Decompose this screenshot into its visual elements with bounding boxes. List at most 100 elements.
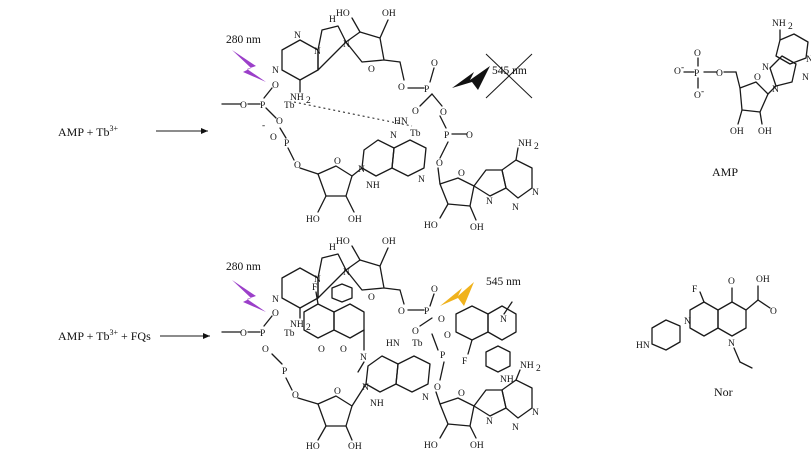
svg-text:OH: OH: [382, 237, 396, 247]
svg-text:HO: HO: [336, 237, 350, 247]
svg-text:2: 2: [306, 323, 311, 333]
svg-text:NH: NH: [290, 320, 304, 330]
svg-text:N: N: [294, 31, 301, 41]
svg-text:HO: HO: [306, 215, 320, 225]
svg-text:P: P: [424, 307, 429, 317]
svg-text:O: O: [694, 91, 701, 101]
svg-text:N: N: [512, 423, 519, 433]
svg-text:NH: NH: [370, 399, 384, 409]
svg-text:HO: HO: [306, 442, 320, 452]
svg-text:-: -: [701, 87, 704, 97]
svg-text:HN: HN: [386, 339, 400, 349]
svg-text:OH: OH: [470, 441, 484, 451]
svg-text:P: P: [260, 101, 265, 111]
svg-text:O: O: [412, 107, 419, 117]
svg-text:O: O: [716, 69, 723, 79]
svg-text:P: P: [444, 131, 449, 141]
svg-text:OH: OH: [348, 442, 362, 452]
svg-text:O: O: [431, 285, 438, 295]
svg-text:O: O: [431, 59, 438, 69]
svg-text:Tb: Tb: [410, 129, 421, 139]
excitation-bolt-icon: [232, 50, 266, 82]
svg-text:2: 2: [536, 364, 541, 374]
svg-text:O: O: [272, 309, 279, 319]
svg-text:N: N: [314, 275, 321, 285]
svg-text:N: N: [806, 55, 811, 65]
svg-text:OH: OH: [730, 127, 744, 137]
svg-text:O: O: [436, 159, 443, 169]
norfloxacin-structure: F O OH O N N HN Nor: [636, 275, 777, 399]
svg-text:O: O: [754, 73, 761, 83]
svg-text:N: N: [360, 353, 367, 363]
svg-text:Tb: Tb: [284, 329, 295, 339]
svg-text:OH: OH: [348, 215, 362, 225]
svg-text:O: O: [368, 293, 375, 303]
svg-text:O: O: [440, 108, 447, 118]
svg-text:NH: NH: [366, 181, 380, 191]
svg-text:N: N: [500, 315, 507, 325]
svg-text:N: N: [343, 268, 350, 278]
svg-text:O: O: [458, 169, 465, 179]
svg-text:N: N: [272, 295, 279, 305]
svg-text:O: O: [294, 161, 301, 171]
svg-text:O: O: [292, 391, 299, 401]
svg-text:O: O: [770, 307, 777, 317]
svg-text:O: O: [240, 101, 247, 111]
svg-text:N: N: [343, 40, 350, 50]
svg-text:O: O: [412, 327, 419, 337]
reaction-label-bottom: AMP + Tb3+ + FQs: [58, 328, 151, 343]
svg-text:P: P: [440, 351, 445, 361]
svg-text:HO: HO: [336, 9, 350, 19]
svg-text:N: N: [486, 197, 493, 207]
svg-text:O: O: [398, 307, 405, 317]
svg-text:O: O: [728, 277, 735, 287]
svg-text:O: O: [334, 387, 341, 397]
svg-text:N: N: [772, 85, 779, 95]
svg-text:N: N: [314, 47, 321, 57]
svg-text:O: O: [368, 65, 375, 75]
svg-text:H: H: [329, 15, 336, 25]
svg-text:O: O: [262, 345, 269, 355]
svg-text:O: O: [458, 389, 465, 399]
nor-label: Nor: [714, 385, 733, 399]
svg-text:-: -: [681, 63, 684, 73]
svg-text:P: P: [260, 329, 265, 339]
svg-text:N: N: [762, 63, 769, 73]
svg-text:N: N: [728, 339, 735, 349]
svg-text:O: O: [466, 131, 473, 141]
svg-text:N: N: [486, 417, 493, 427]
svg-text:N: N: [532, 188, 539, 198]
svg-text:N: N: [422, 393, 429, 403]
svg-text:O: O: [334, 157, 341, 167]
svg-text:O: O: [340, 345, 347, 355]
svg-text:O: O: [240, 329, 247, 339]
svg-text:Tb: Tb: [284, 101, 295, 111]
svg-text:P: P: [284, 139, 289, 149]
svg-text:N: N: [512, 203, 519, 213]
svg-text:N: N: [802, 73, 809, 83]
svg-text:HN: HN: [636, 341, 650, 351]
svg-text:H: H: [329, 243, 336, 253]
svg-text:OH: OH: [758, 127, 772, 137]
svg-text:HN: HN: [394, 117, 408, 127]
svg-text:NH: NH: [772, 19, 786, 29]
svg-text:P: P: [424, 85, 429, 95]
svg-text:N: N: [390, 131, 397, 141]
svg-text:OH: OH: [470, 223, 484, 233]
svg-text:Tb: Tb: [412, 339, 423, 349]
svg-text:OH: OH: [382, 9, 396, 19]
excitation-wavelength-label: 280 nm: [226, 34, 261, 46]
svg-text:O: O: [438, 315, 445, 325]
svg-text:O: O: [694, 49, 701, 59]
svg-text:OH: OH: [756, 275, 770, 285]
svg-text:HO: HO: [424, 441, 438, 451]
svg-text:NH: NH: [290, 93, 304, 103]
excitation-wavelength-label: 280 nm: [226, 261, 261, 273]
svg-text:P: P: [694, 69, 699, 79]
svg-text:NH: NH: [520, 361, 534, 371]
svg-text:O: O: [434, 383, 441, 393]
svg-text:O: O: [674, 67, 681, 77]
